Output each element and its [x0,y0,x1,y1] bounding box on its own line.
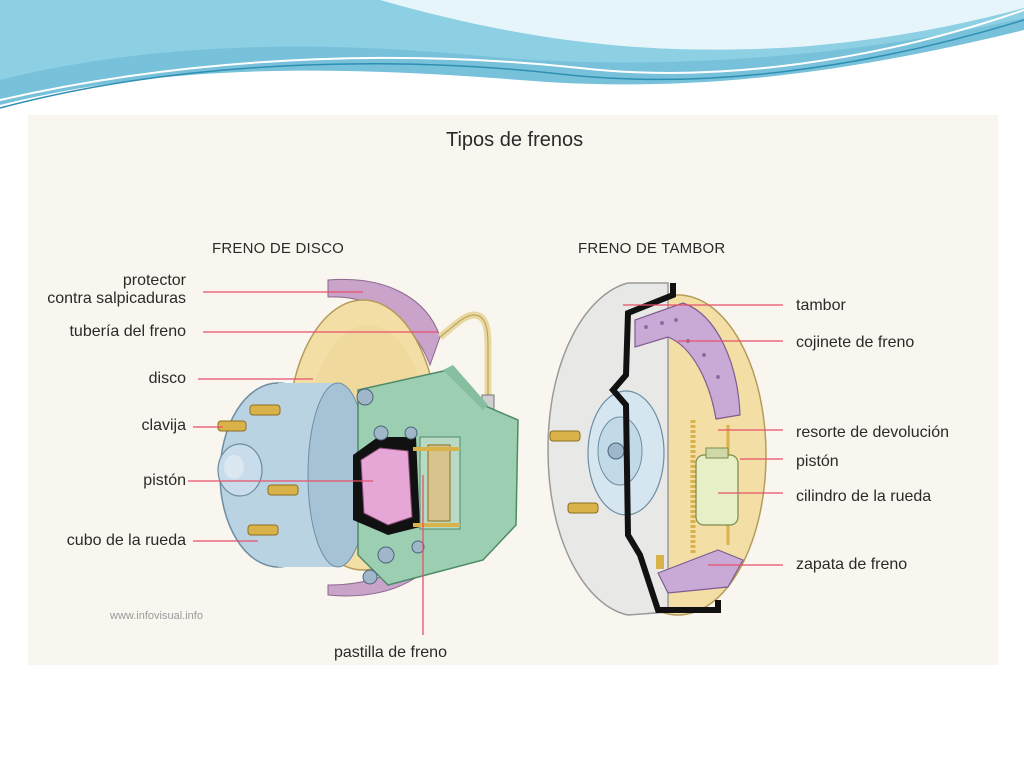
label-piston-drum: pistón [796,453,839,470]
label-wheel-cylinder: cilindro de la rueda [796,488,932,505]
piston-pad [360,447,413,526]
label-disc: disco [148,370,186,387]
wheel-cylinder [695,454,739,526]
label-brake-lining: cojinete de freno [796,334,915,351]
label-brake-line: tubería del freno [69,323,186,340]
label-piston-disc: pistón [143,472,186,489]
label-brake-shoe: zapata de freno [796,556,908,573]
label-stud: clavija [141,417,186,434]
studs [217,404,299,536]
label-wheel-hub: cubo de la rueda [66,532,186,549]
drum-brake-illustration [547,282,767,616]
label-splash-guard-line2: contra salpicaduras [47,290,186,307]
disc-brake-heading: FRENO DE DISCO [212,240,344,257]
leader-lines [188,291,783,635]
diagram-title: Tipos de frenos [446,129,584,151]
label-drum: tambor [796,297,846,314]
disc-brake-illustration [217,278,519,597]
label-splash-guard-line1: protector [122,272,186,289]
brake-lining [634,302,741,420]
brake-types-diagram: Tipos de frenos FRENO DE DISCO FRENO DE … [28,115,998,665]
label-brake-pad: pastilla de freno [334,644,447,661]
brake-illustrations [188,278,783,635]
brake-shoe [657,549,744,594]
source-credit: www.infovisual.info [110,610,203,622]
drum-brake-heading: FRENO DE TAMBOR [578,240,726,257]
label-return-spring: resorte de devolución [796,424,949,441]
slide-header-waves [0,0,1024,109]
